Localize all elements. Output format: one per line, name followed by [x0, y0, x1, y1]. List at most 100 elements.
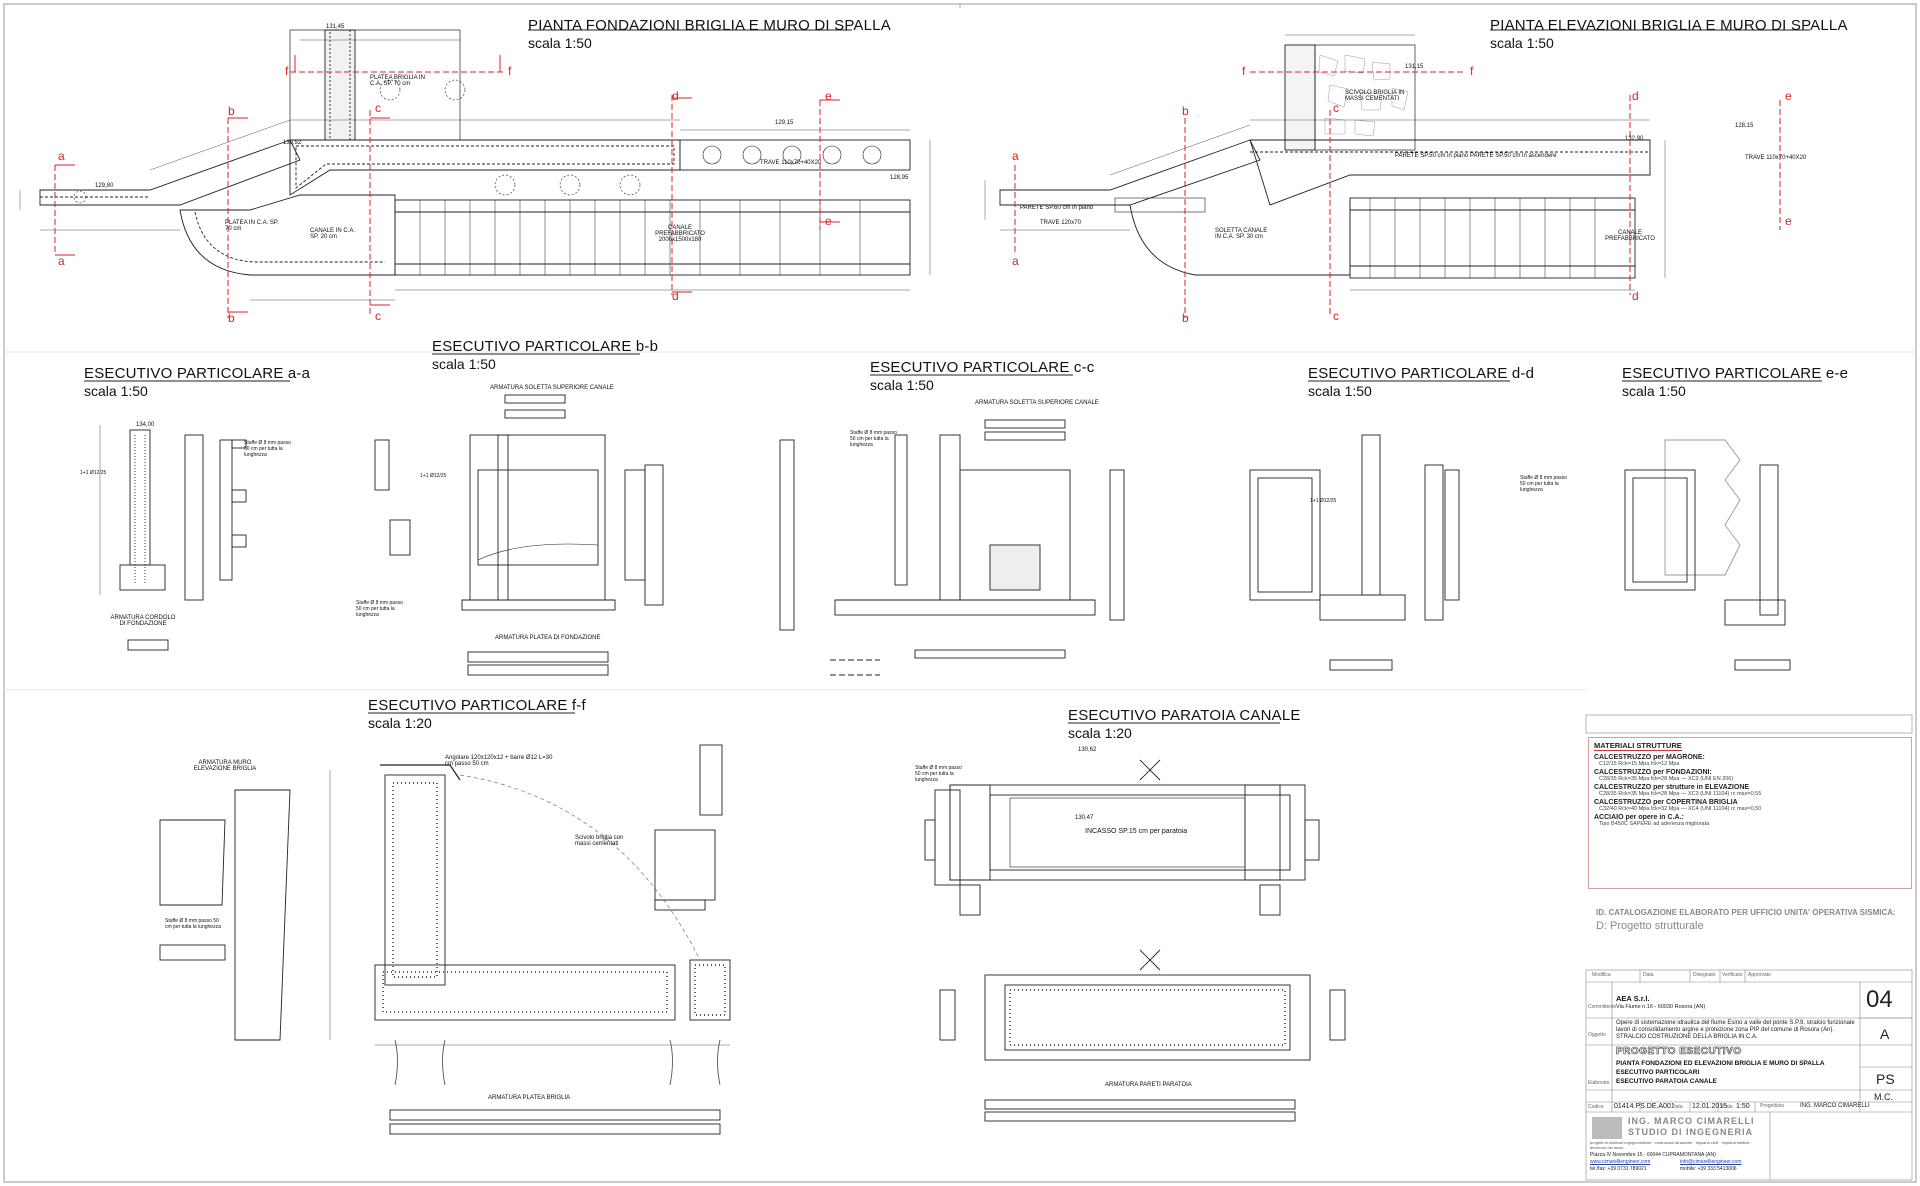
detail-ee-title: ESECUTIVO PARTICOLARE e-e	[1622, 365, 1849, 382]
materials-box: MATERIALI STRUTTURE CALCESTRUZZO per MAG…	[1588, 737, 1912, 889]
studio-email[interactable]: info@cimarelliengineer.com	[1680, 1159, 1742, 1165]
label-trave-2: TRAVE 110x70+40X20	[1745, 155, 1807, 161]
svg-text:a: a	[1012, 254, 1019, 268]
studio-activities: progetti di strutture ingegneristiche · …	[1590, 1140, 1752, 1150]
svg-text:a: a	[58, 149, 65, 163]
detail-ff-title: ESECUTIVO PARTICOLARE f-f	[368, 697, 586, 714]
label-armatura-cordolo: ARMATURA CORDOLO DI FONDAZIONE	[110, 615, 176, 627]
paratoia-drawing	[924, 759, 1346, 1122]
detail-aa-title: ESECUTIVO PARTICOLARE a-a	[84, 365, 311, 382]
label-parete-50: PARETE SP.50 cm in piano	[1395, 153, 1469, 159]
section-markers-plan1	[54, 55, 840, 318]
svg-text:f: f	[285, 64, 289, 78]
label-armatura-platea-fond: ARMATURA PLATEA DI FONDAZIONE	[495, 635, 601, 641]
drawing-date: 12.01.2015	[1692, 1103, 1728, 1110]
scale-label: Scala	[1720, 1104, 1733, 1110]
label-trave: TRAVE 110x70+40X20	[760, 160, 822, 166]
svg-text:c: c	[1333, 309, 1339, 323]
subject-label: Oggetto	[1588, 1032, 1606, 1038]
elev-131-15: 131,15	[1405, 64, 1424, 70]
studio-address: Piazza IV Novembre 15 - 60044 CUPRAMONTA…	[1590, 1152, 1716, 1158]
svg-text:c: c	[1333, 101, 1339, 115]
content-label: Elaborato	[1588, 1080, 1610, 1086]
detail-dd-scale: scala 1:50	[1308, 383, 1372, 399]
material-item: CALCESTRUZZO per FONDAZIONI:C28/35 Rck=3…	[1594, 769, 1734, 782]
catalog-code-line: D: Progetto strutturale	[1596, 920, 1704, 932]
ps-code: PS	[1876, 1071, 1895, 1087]
elev-131-45: 131,45	[326, 24, 345, 30]
elev-130-52: 130,52	[283, 140, 302, 146]
svg-text:d: d	[1632, 89, 1639, 103]
detail-aa-scale: scala 1:50	[84, 383, 148, 399]
studio-name: ING. MARCO CIMARELLI	[1628, 1116, 1755, 1126]
subject-text: Opere di sistemazione idraulica del fium…	[1616, 1020, 1855, 1040]
detail-bb-drawing	[374, 394, 664, 676]
material-item: CALCESTRUZZO per MAGRONE:C12/15 Rck=15 M…	[1594, 754, 1705, 767]
label-ferri-dd: 1+1 Ø12/25	[1310, 498, 1337, 504]
content-line-1: PIANTA FONDAZIONI ED ELEVAZIONI BRIGLIA …	[1616, 1060, 1825, 1067]
label-armatura-muro: ARMATURA MURO ELEVAZIONE BRIGLIA	[193, 760, 257, 772]
drawing-scale: 1:50	[1736, 1103, 1750, 1110]
client-label: Committente	[1588, 1004, 1617, 1010]
svg-text:a: a	[1012, 149, 1019, 163]
detail-bb-scale: scala 1:50	[432, 356, 496, 372]
paratoia-scale: scala 1:20	[1068, 725, 1132, 741]
label-armatura-soletta-cc: ARMATURA SOLETTA SUPERIORE CANALE	[975, 400, 1099, 406]
label-staffe-ff: Staffe Ø 8 mm passo 50 cm per tutta la l…	[165, 918, 221, 930]
content-line-2: ESECUTIVO PARTICOLARI	[1616, 1069, 1700, 1076]
client-name: AEA S.r.l.	[1616, 994, 1650, 1003]
elev-128-15: 128,15	[1735, 123, 1754, 129]
studio-subtitle: STUDIO DI INGEGNERIA	[1628, 1127, 1754, 1137]
studio-mobile: mobile: +39 333 5413006	[1680, 1166, 1737, 1172]
elev-130-47: 130,47	[1075, 815, 1094, 821]
label-scivolo: SCIVOLO BRIGLIA IN MASSI CEMENTATI	[1345, 90, 1405, 102]
elev-132-90: 132,90	[1625, 136, 1644, 142]
paratoia-title: ESECUTIVO PARATOIA CANALE	[1068, 707, 1301, 724]
detail-cc-title: ESECUTIVO PARTICOLARE c-c	[870, 359, 1095, 376]
studio-website[interactable]: www.cimarelliengineer.com	[1590, 1159, 1651, 1165]
label-parete-50b: PARETE SP.50 cm in ascendere	[1470, 153, 1557, 159]
client-address: Via Fiume n.16 - 60030 Rosora (AN)	[1616, 1004, 1706, 1010]
content-line-3: ESECUTIVO PARATOIA CANALE	[1616, 1078, 1717, 1085]
label-angolare: Angolare 120x120x12 + barre Ø12 L=30 cm …	[445, 755, 553, 767]
svg-text:d: d	[672, 289, 679, 303]
label-platea-ca: PLATEA IN C.A. SP. 70 cm	[225, 220, 279, 232]
svg-text:f: f	[508, 64, 512, 78]
label-platea-briglia: PLATEA BRIGLIA IN C.A. SP. 70 cm	[370, 75, 425, 87]
rev-col-approvato: Approvato	[1748, 972, 1771, 978]
label-staffe-cc: Staffe Ø 8 mm passo 50 cm per tutta la l…	[850, 430, 897, 448]
svg-text:f: f	[1470, 64, 1474, 78]
plan-foundations-drawing	[19, 29, 931, 301]
label-armatura-platea-briglia: ARMATURA PLATEA BRIGLIA	[488, 1095, 571, 1101]
label-staffe-bb: Staffe Ø 8 mm passo 50 cm per tutta la l…	[356, 600, 403, 618]
label-canale-prefab2: CANALE PREFABBRICATO	[1605, 230, 1655, 242]
material-item: CALCESTRUZZO per strutture in ELEVAZIONE…	[1594, 784, 1762, 797]
label-incasso: INCASSO SP.15 cm per paratoia	[1085, 828, 1188, 835]
detail-ff-drawing	[159, 744, 731, 1135]
detail-dd-drawing	[1249, 434, 1460, 671]
detail-dd-title: ESECUTIVO PARTICOLARE d-d	[1308, 365, 1535, 382]
label-armatura-pareti-paratoia: ARMATURA PARETI PARATOIA	[1105, 1082, 1192, 1088]
svg-text:b: b	[228, 311, 235, 325]
plan-elevations-scale: scala 1:50	[1490, 35, 1554, 51]
svg-text:b: b	[1182, 311, 1189, 325]
title-block-grid	[1585, 714, 1913, 1181]
rev-col-disegnato: Disegnato	[1693, 972, 1716, 978]
label-canale-ca: CANALE IN C.A. SP. 20 cm	[310, 228, 356, 240]
elev-128-95: 128,95	[890, 175, 909, 181]
plan-foundations-title: PIANTA FONDAZIONI BRIGLIA E MURO DI SPAL…	[528, 17, 891, 34]
elev-134-00: 134,00	[136, 422, 155, 428]
designer-name: ING. MARCO CIMARELLI	[1800, 1103, 1870, 1109]
label-canale-prefab: CANALE PREFABBRICATO 2000x1500x180	[655, 225, 705, 243]
title-underlines	[84, 29, 1822, 724]
label-staffe-aa: Staffe Ø 8 mm passo 50 cm per tutta la l…	[244, 440, 291, 458]
detail-aa-drawing	[99, 425, 247, 651]
detail-cc-scale: scala 1:50	[870, 377, 934, 393]
plan-foundations-scale: scala 1:50	[528, 35, 592, 51]
elev-129-15: 129,15	[775, 120, 794, 126]
plan-elevations-drawing	[984, 34, 1666, 291]
code-label: Codice	[1588, 1104, 1604, 1110]
